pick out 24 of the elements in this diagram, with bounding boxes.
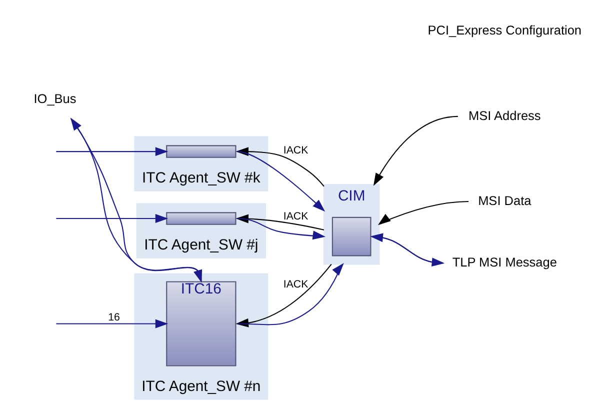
node-box	[332, 216, 372, 256]
cluster: CIM	[323, 184, 380, 265]
arrow	[56, 214, 168, 223]
cluster: ITC Agent_SW #j	[136, 203, 266, 258]
arrow	[237, 262, 344, 326]
node-bar	[166, 145, 236, 158]
arrow	[373, 116, 458, 186]
arrow	[56, 319, 168, 328]
node-box: ITC16	[166, 281, 236, 366]
arrow	[378, 200, 469, 226]
node-text: MSI Data	[478, 192, 532, 208]
arrow	[237, 218, 326, 240]
edge-label: IACK	[283, 144, 308, 157]
arrow	[56, 147, 168, 156]
arrow	[237, 151, 326, 212]
edge-label: IACK	[283, 210, 308, 223]
edge-label: IACK	[283, 278, 308, 291]
label: PCI_Express Configuration	[428, 22, 582, 38]
node-text: MSI Address	[468, 108, 541, 123]
cluster: ITC Agent_SW #k	[134, 136, 268, 192]
node-text: IO_Bus	[34, 90, 76, 106]
node-bar	[166, 212, 236, 225]
node-text: TLP MSI Message	[452, 254, 557, 270]
edge-label: 16	[108, 312, 120, 324]
